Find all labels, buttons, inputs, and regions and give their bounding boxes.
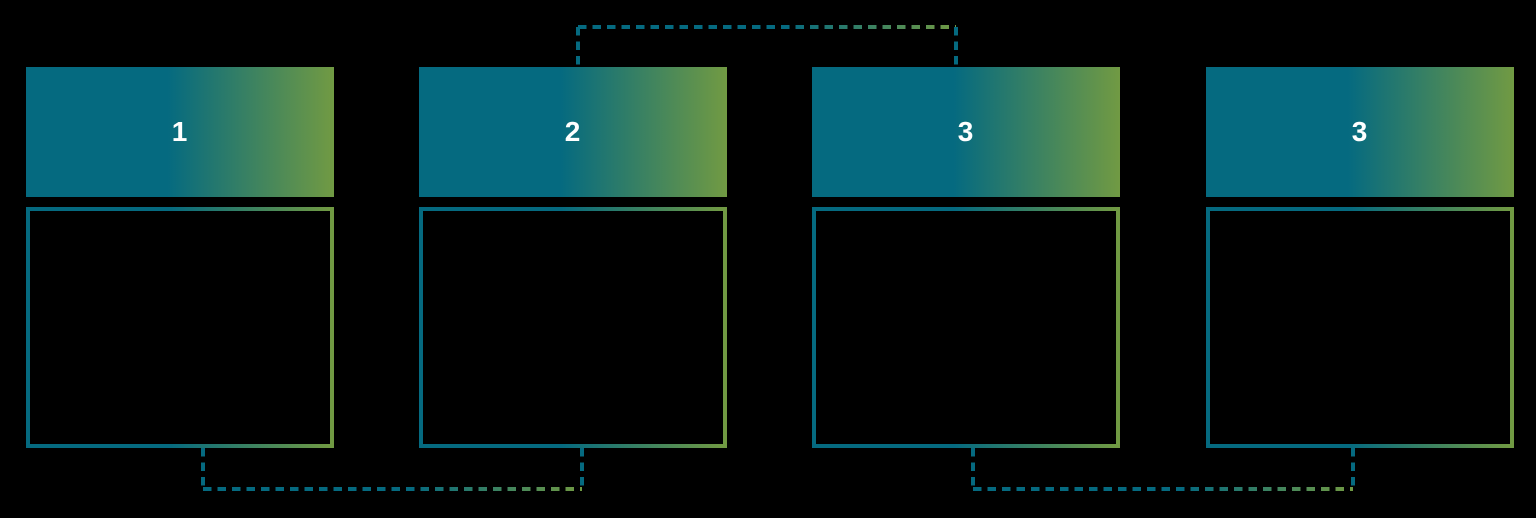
connector-bottom-step3-step4 bbox=[971, 448, 1355, 491]
step-header-3: 3 bbox=[812, 67, 1120, 197]
connector-top-step2-step3 bbox=[576, 25, 958, 67]
step-body-4 bbox=[1206, 207, 1514, 448]
step-header-4: 3 bbox=[1206, 67, 1514, 197]
step-header-1: 1 bbox=[26, 67, 334, 197]
step-number-1: 1 bbox=[171, 116, 189, 147]
step-number-2: 2 bbox=[564, 116, 582, 147]
step-number-4: 3 bbox=[1351, 116, 1369, 147]
step-number-3: 3 bbox=[957, 116, 975, 147]
step-card-1: 1 bbox=[26, 67, 334, 448]
step-body-2 bbox=[419, 207, 727, 448]
step-card-4: 3 bbox=[1206, 67, 1514, 448]
step-card-3: 3 bbox=[812, 67, 1120, 448]
connector-bottom-step1-step2 bbox=[201, 448, 584, 491]
step-body-1 bbox=[26, 207, 334, 448]
step-body-3 bbox=[812, 207, 1120, 448]
step-card-2: 2 bbox=[419, 67, 727, 448]
step-header-2: 2 bbox=[419, 67, 727, 197]
